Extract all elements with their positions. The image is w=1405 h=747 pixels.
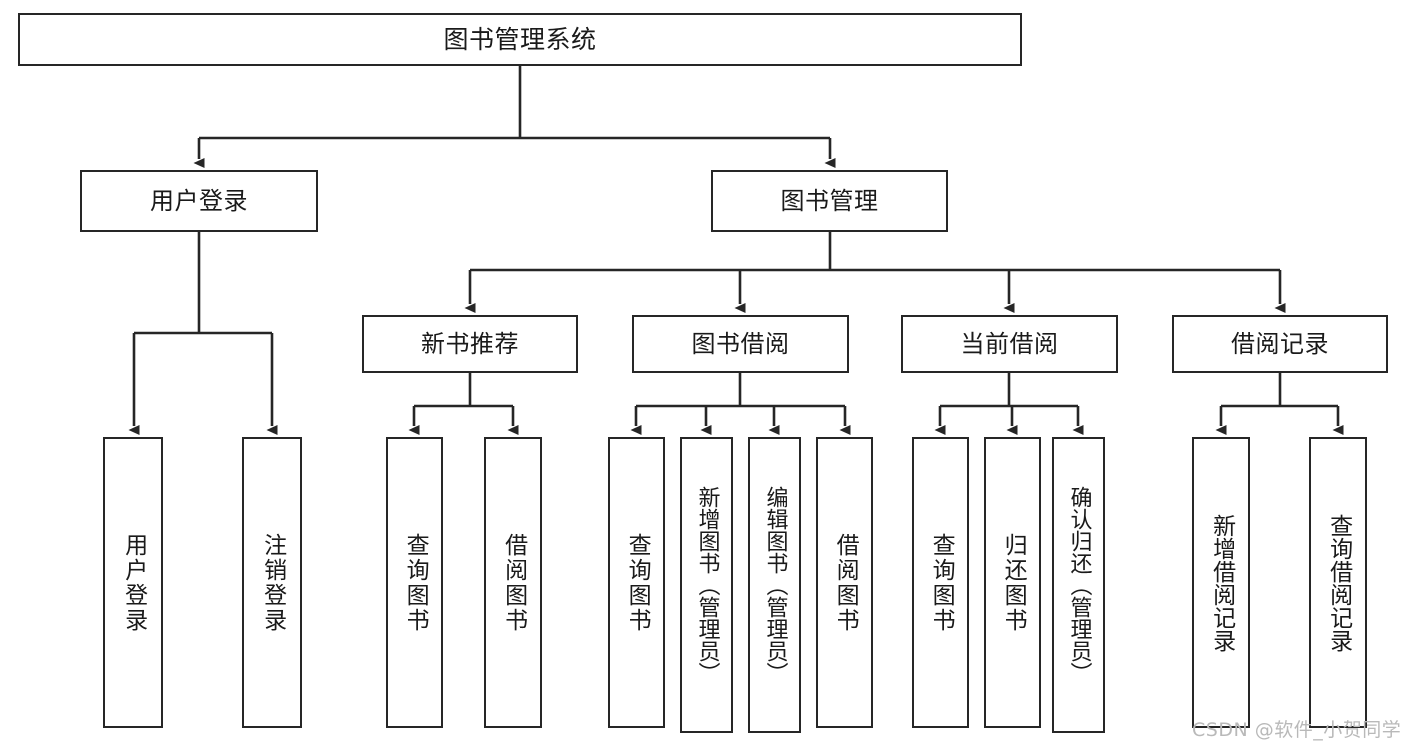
leaf-label: 查询图书 — [624, 532, 651, 633]
node-user-login[interactable]: 用户登录 — [80, 170, 318, 232]
leaf-label: 借阅图书 — [500, 532, 527, 633]
leaf-label: 确认归还（管理员） — [1066, 486, 1092, 684]
leaf-label: 查询借阅记录 — [1325, 513, 1352, 652]
leaf-label: 新增借阅记录 — [1208, 513, 1235, 652]
node-borrow-record[interactable]: 借阅记录 — [1172, 315, 1388, 373]
node-leaf-add-record[interactable]: 新增借阅记录 — [1192, 437, 1250, 728]
node-leaf-query-book-2[interactable]: 查询图书 — [608, 437, 665, 728]
node-leaf-query-record[interactable]: 查询借阅记录 — [1309, 437, 1367, 728]
node-leaf-query-book-1[interactable]: 查询图书 — [386, 437, 443, 728]
node-leaf-borrow-book-2[interactable]: 借阅图书 — [816, 437, 873, 728]
leaf-label: 注销登录 — [259, 532, 286, 633]
leaf-label: 借阅图书 — [832, 532, 859, 633]
leaf-label: 新增图书（管理员） — [694, 486, 720, 684]
node-new-book-rec[interactable]: 新书推荐 — [362, 315, 578, 373]
node-book-borrow[interactable]: 图书借阅 — [632, 315, 849, 373]
node-leaf-user-login[interactable]: 用户登录 — [103, 437, 163, 728]
node-leaf-return-book[interactable]: 归还图书 — [984, 437, 1041, 728]
node-leaf-add-book[interactable]: 新增图书（管理员） — [680, 437, 733, 733]
leaf-label: 查询图书 — [402, 532, 429, 633]
node-root[interactable]: 图书管理系统 — [18, 13, 1022, 66]
leaf-label: 归还图书 — [1000, 532, 1027, 633]
node-leaf-edit-book[interactable]: 编辑图书（管理员） — [748, 437, 801, 733]
leaf-label: 查询图书 — [928, 532, 955, 633]
node-book-manage[interactable]: 图书管理 — [711, 170, 948, 232]
node-leaf-confirm-return[interactable]: 确认归还（管理员） — [1052, 437, 1105, 733]
leaf-label: 用户登录 — [120, 532, 147, 633]
node-leaf-borrow-book-1[interactable]: 借阅图书 — [484, 437, 542, 728]
node-current-borrow[interactable]: 当前借阅 — [901, 315, 1118, 373]
csdn-watermark: CSDN @软件_小贺同学 — [1192, 719, 1402, 741]
node-leaf-user-logout[interactable]: 注销登录 — [242, 437, 302, 728]
node-leaf-query-book-3[interactable]: 查询图书 — [912, 437, 969, 728]
leaf-label: 编辑图书（管理员） — [762, 486, 788, 684]
